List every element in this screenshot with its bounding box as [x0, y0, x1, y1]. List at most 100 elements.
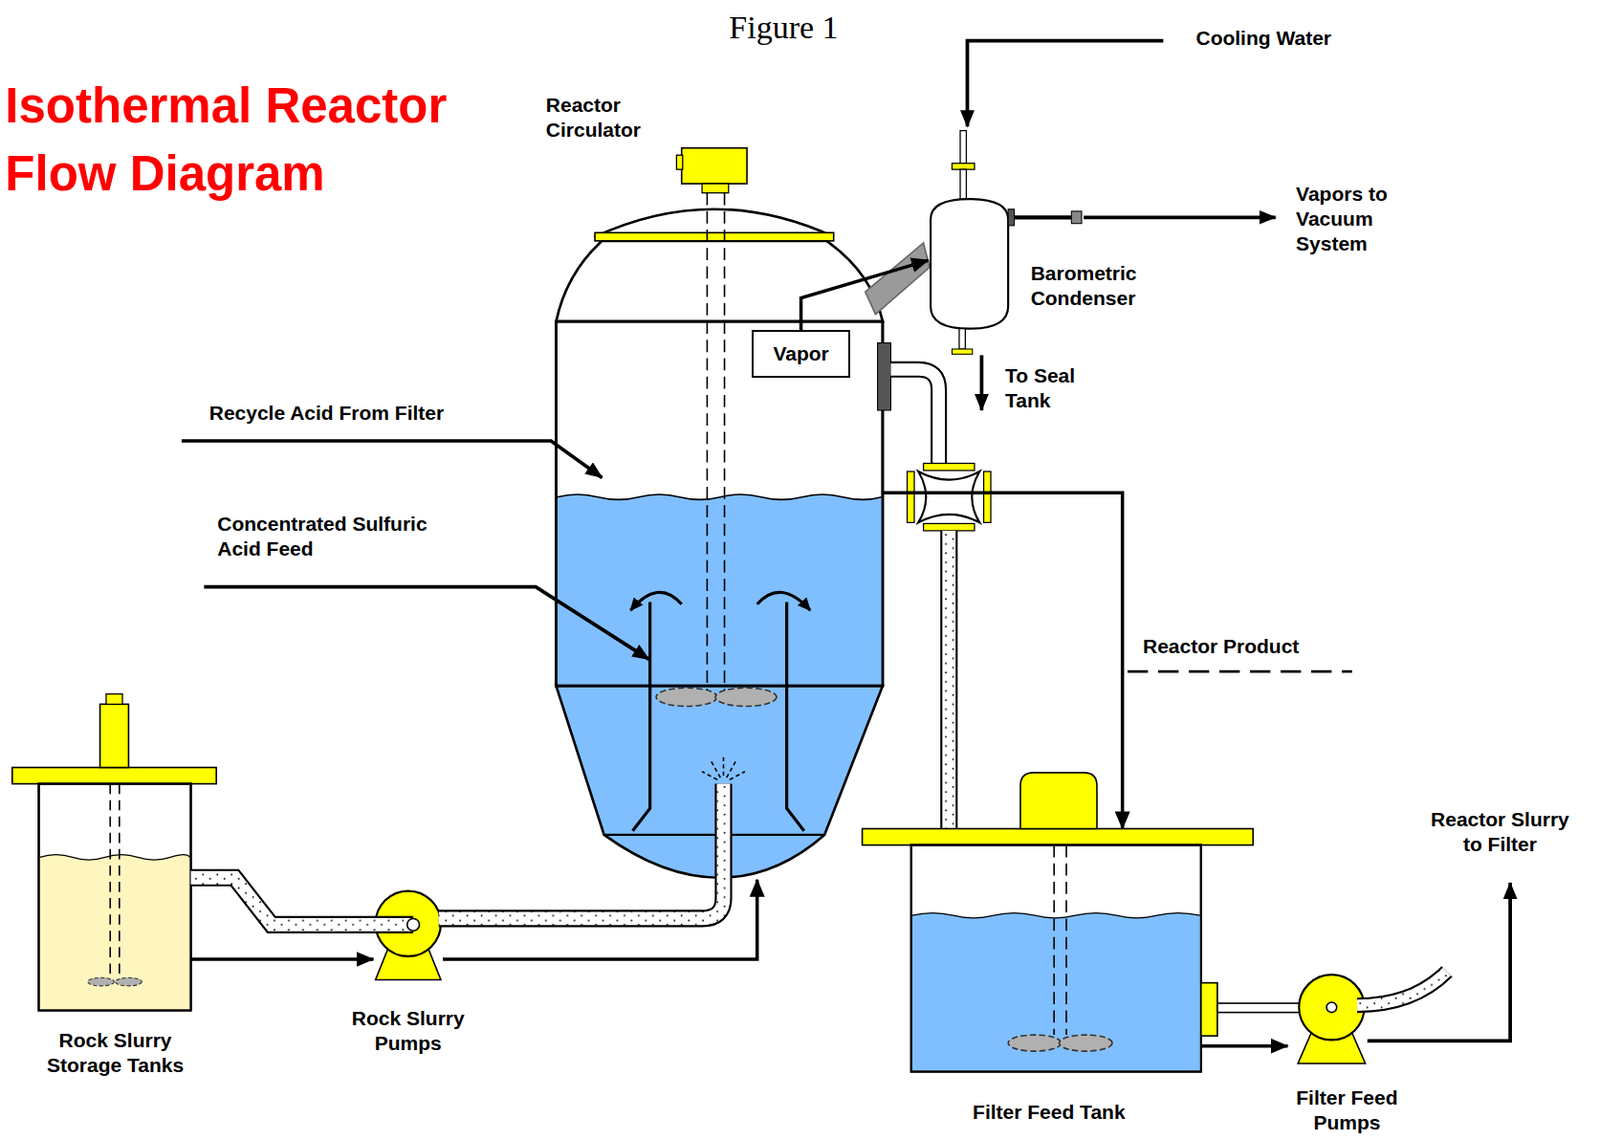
stream-arrow	[1367, 882, 1511, 1041]
rock-slurry-tank	[109, 784, 111, 979]
rock-slurry-tank	[12, 694, 217, 1011]
equipment-label: Vapor	[772, 341, 829, 367]
filter-feed-tank	[1008, 1034, 1061, 1052]
stream-arrow	[181, 440, 603, 478]
reactor-vessel: Reactor CirculatorVapor	[555, 183, 882, 880]
stream-arrow	[1083, 215, 1276, 220]
flow-connector	[442, 879, 758, 960]
reactor-product-piping	[890, 369, 939, 470]
barometric-condenser: Barometric Condenser	[928, 198, 1010, 329]
filter-feed-tank	[862, 772, 1316, 1073]
filter-feed-tank	[911, 845, 1202, 1073]
filter-feed-pump	[1357, 971, 1447, 1006]
slurry-pipe	[711, 761, 722, 778]
reactor-circulator	[633, 602, 651, 832]
rock-slurry-tank	[12, 767, 217, 784]
filter-feed-tank	[1020, 772, 1097, 830]
rock-slurry-tank	[106, 694, 123, 705]
callout-label: To Seal Tank	[1005, 363, 1101, 414]
feed-pump: Filter Feed Pumps	[1288, 974, 1368, 1064]
barometric-condenser	[1008, 209, 1014, 226]
storage-tank: Rock Slurry Storage Tanks	[39, 783, 192, 1010]
reactor-product-piping	[907, 471, 915, 523]
filter-feed-tank	[1052, 845, 1055, 1035]
reactor-circulator	[715, 687, 777, 706]
slurry-pipe	[407, 918, 420, 931]
stream-arrow	[203, 587, 649, 660]
reactor-vessel	[594, 232, 834, 242]
slurry-pipe	[723, 757, 725, 776]
reactor-product-piping	[918, 471, 980, 523]
barometric-condenser	[960, 169, 966, 200]
equipment-label: Rock Slurry Pumps	[336, 1006, 480, 1056]
rock-slurry-pump	[375, 891, 441, 981]
slurry-pipe	[191, 877, 415, 925]
rock-slurry-tank	[100, 703, 130, 768]
reactor-circulator	[757, 591, 811, 611]
reactor-circulator	[701, 183, 729, 194]
barometric-condenser	[930, 198, 1009, 329]
reactor-product-piping	[942, 530, 956, 830]
callout-label: Concentrated Sulfuric Acid Feed	[217, 511, 452, 562]
reactor-product-piping	[923, 462, 975, 470]
barometric-condenser	[1071, 211, 1082, 224]
rock-slurry-tank	[39, 784, 192, 1011]
callout-label: Recycle Acid From Filter	[209, 400, 444, 426]
slurry-pipe	[726, 761, 737, 778]
rock-slurry-tank	[118, 784, 121, 979]
reactor-product-piping	[923, 523, 975, 530]
barometric-condenser	[951, 163, 974, 170]
reactor-product-piping	[877, 343, 892, 411]
filter-feed-tank	[862, 829, 1254, 846]
rock-slurry-tank	[115, 977, 143, 987]
reactor-circulator	[630, 591, 681, 611]
callout-label: Reactor Slurry to Filter	[1423, 807, 1577, 857]
equipment-label: Rock Slurry Storage Tanks	[28, 1028, 202, 1078]
rock-slurry-tank	[40, 854, 191, 1010]
stream-arrow	[966, 41, 1163, 128]
filter-feed-tank	[912, 913, 1201, 1072]
slurry-pump: Rock Slurry Pumps	[373, 890, 444, 980]
barometric-condenser	[960, 131, 966, 164]
filter-feed-pump	[1298, 974, 1364, 1040]
flow-connector	[1201, 1044, 1289, 1049]
reactor-product-piping	[940, 530, 958, 830]
equipment-label: Reactor Circulator	[546, 92, 671, 143]
reactor-circulator	[676, 154, 682, 170]
reactor-vessel	[604, 833, 825, 836]
callout-label: Cooling Water	[1195, 25, 1332, 51]
reactor-vessel	[557, 494, 882, 500]
barometric-condenser	[1014, 215, 1073, 220]
slurry-pipe	[729, 771, 746, 781]
filter-feed-pump	[1357, 971, 1447, 1006]
reactor-product-piping	[984, 471, 991, 523]
flow-connector	[191, 957, 374, 962]
reactor-product-piping	[877, 343, 991, 830]
reactor-circulator	[681, 148, 747, 184]
slurry-pipe	[191, 757, 746, 931]
callout-label: Figure 1	[671, 9, 897, 46]
stream-arrow	[181, 41, 1511, 1042]
filter-feed-pump	[1297, 971, 1447, 1064]
reactor-circulator	[630, 148, 811, 832]
filter-feed-tank	[912, 913, 1201, 919]
reactor-vessel	[555, 209, 882, 878]
rock-slurry-tank	[40, 854, 191, 860]
slurry-pipe	[438, 784, 724, 920]
equipment-label: Filter Feed Tank	[896, 1099, 1203, 1125]
feed-tank: Filter Feed Tank	[911, 828, 1202, 1072]
reactor-circulator	[656, 687, 718, 706]
filter-feed-tank	[1059, 1034, 1113, 1052]
slurry-pipe	[438, 784, 724, 920]
filter-feed-tank	[1201, 983, 1218, 1036]
reactor-circulator	[787, 602, 805, 832]
flow-connector	[801, 260, 929, 330]
diagram-title: Isothermal Reactor Flow Diagram	[4, 71, 504, 208]
barometric-condenser	[951, 349, 972, 354]
reactor-product-piping	[890, 369, 939, 470]
flow-connector	[882, 492, 1123, 829]
rock-slurry-tank	[87, 977, 115, 987]
reactor-vessel	[557, 494, 882, 686]
equipment-label: Barometric Condenser	[1030, 261, 1184, 311]
slurry-pipe	[701, 757, 746, 780]
